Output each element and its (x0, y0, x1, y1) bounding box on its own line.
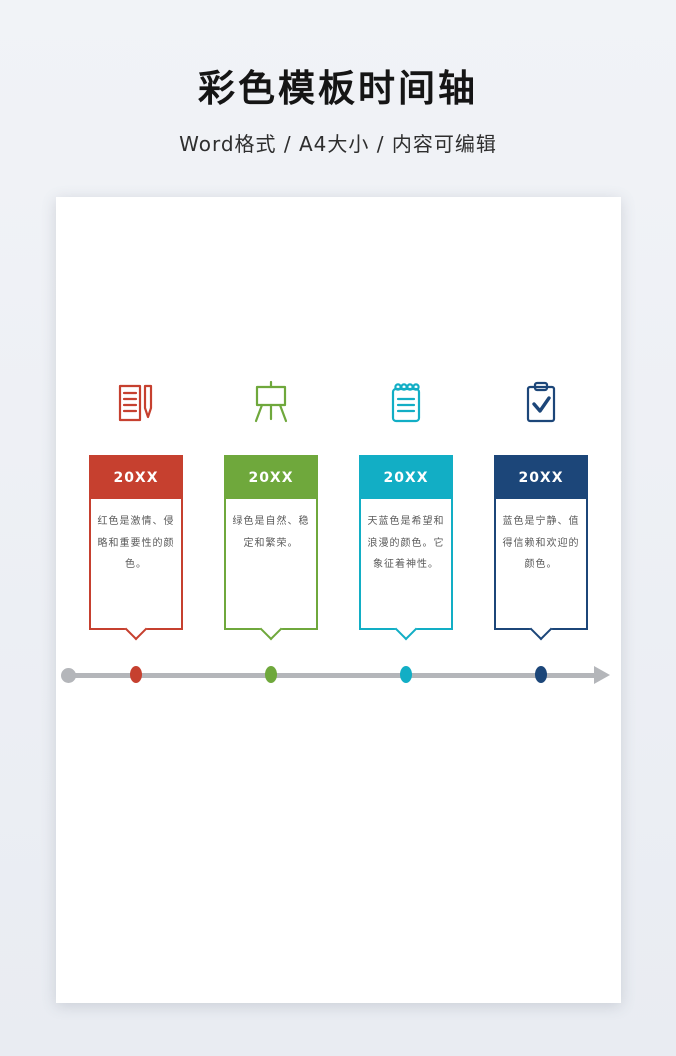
document-pen-icon (115, 375, 157, 425)
timeline-text: 红色是激情、侵略和重要性的颜色。 (97, 516, 175, 570)
timeline-year: 20XX (496, 457, 586, 499)
timeline-text: 天蓝色是希望和浪漫的颜色。它象征着神性。 (367, 516, 445, 570)
timeline-axis (67, 673, 596, 678)
page-subtitle: Word格式 / A4大小 / 内容可编辑 (179, 132, 497, 156)
timeline-text: 蓝色是宁静、值得信赖和欢迎的颜色。 (502, 516, 580, 570)
a4-page-preview: 20XX 红色是激情、侵略和重要性的颜色。 20XX 绿色是自然、稳定和繁荣。 (55, 197, 621, 1003)
timeline-year: 20XX (91, 457, 181, 499)
timeline-dot (130, 666, 142, 683)
timeline-item-red: 20XX 红色是激情、侵略和重要性的颜色。 (69, 375, 204, 683)
timeline-item-blue: 20XX 蓝色是宁静、值得信赖和欢迎的颜色。 (474, 375, 609, 683)
timeline-items-row: 20XX 红色是激情、侵略和重要性的颜色。 20XX 绿色是自然、稳定和繁荣。 (69, 375, 609, 683)
timeline-card: 20XX 绿色是自然、稳定和繁荣。 (224, 455, 318, 630)
timeline-card: 20XX 红色是激情、侵略和重要性的颜色。 (89, 455, 183, 630)
timeline-item-green: 20XX 绿色是自然、稳定和繁荣。 (204, 375, 339, 683)
timeline-dot (400, 666, 412, 683)
timeline-text: 绿色是自然、稳定和繁荣。 (232, 516, 310, 549)
timeline-card: 20XX 蓝色是宁静、值得信赖和欢迎的颜色。 (494, 455, 588, 630)
timeline-dot (265, 666, 277, 683)
timeline-arrowhead-icon (593, 666, 610, 684)
clipboard-check-icon (520, 375, 562, 425)
page-title: 彩色模板时间轴 (198, 67, 478, 110)
notepad-icon (385, 375, 427, 425)
page-header: 彩色模板时间轴 Word格式 / A4大小 / 内容可编辑 (0, 0, 676, 157)
timeline-year: 20XX (361, 457, 451, 499)
timeline-card: 20XX 天蓝色是希望和浪漫的颜色。它象征着神性。 (359, 455, 453, 630)
timeline-dot (535, 666, 547, 683)
easel-icon (249, 375, 293, 425)
timeline-year: 20XX (226, 457, 316, 499)
timeline-item-cyan: 20XX 天蓝色是希望和浪漫的颜色。它象征着神性。 (339, 375, 474, 683)
